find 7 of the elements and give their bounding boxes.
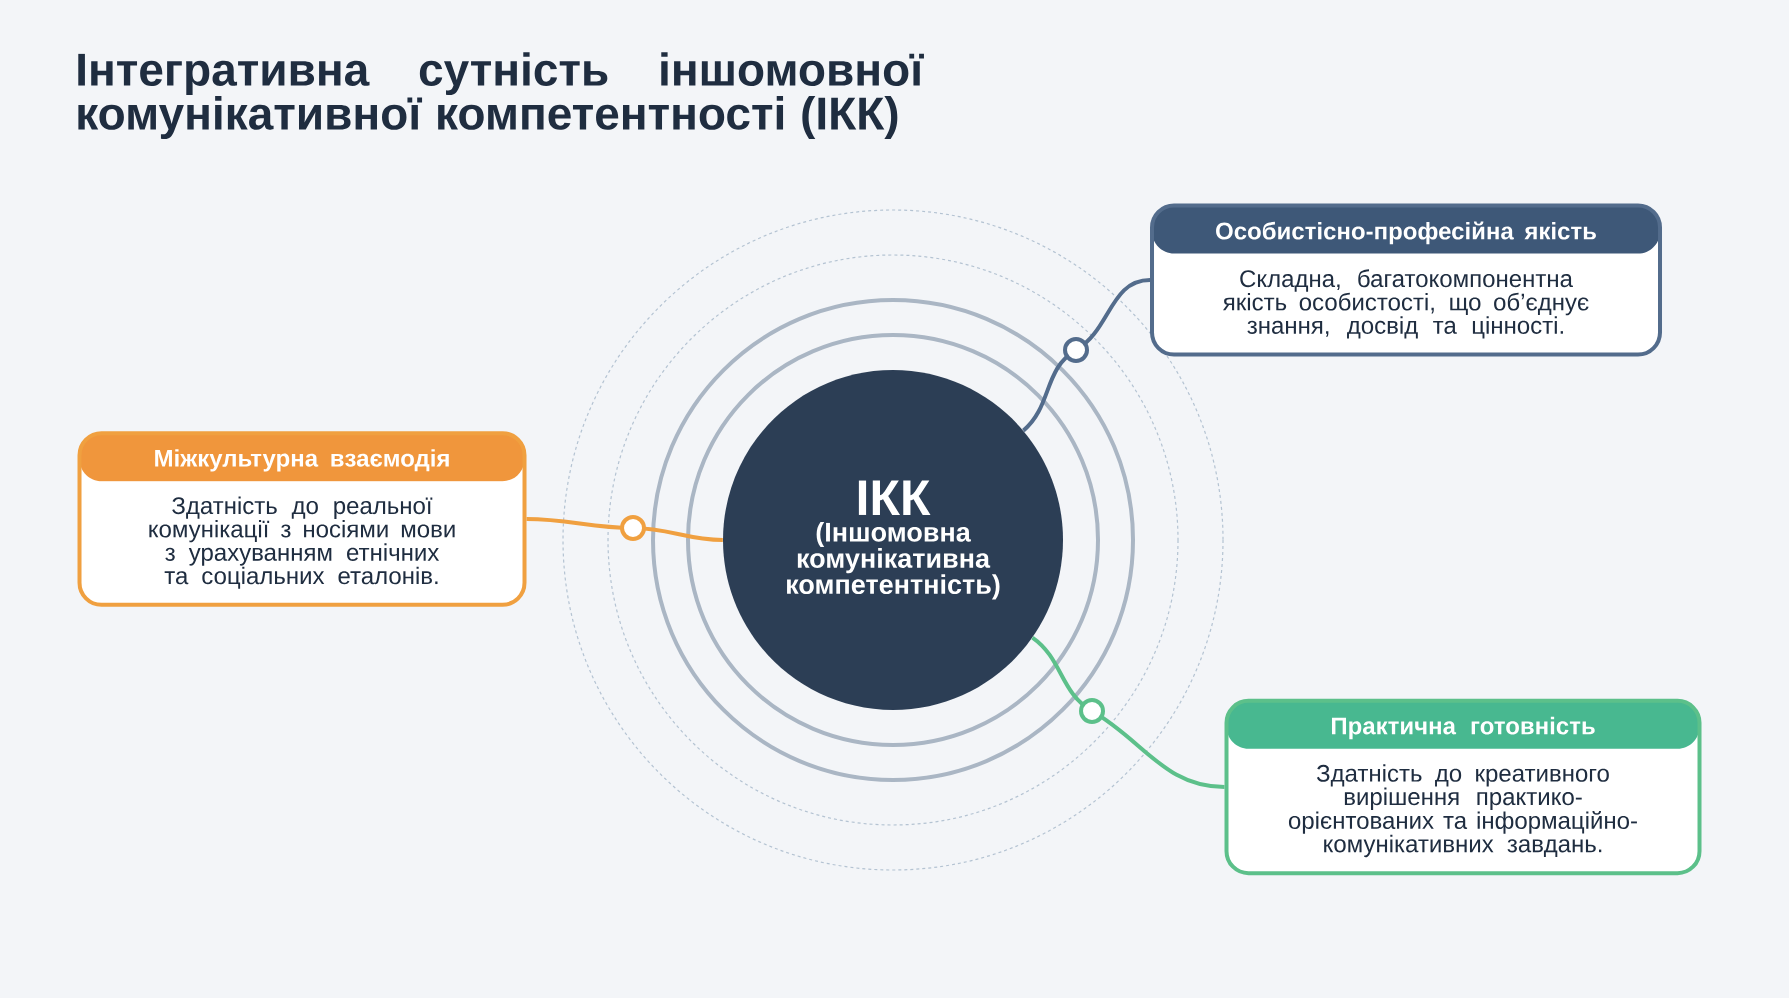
connector bbox=[526, 517, 723, 542]
connector bbox=[1031, 636, 1225, 789]
info-box: Практична готовність Здатність до креативного вирішення практико-орієнтованих та інформаційно-комунікативних завдань. bbox=[1224, 698, 1702, 876]
info-box: Міжкультурна взаємодія Здатність до реальної комунікації з носіями мови з урахуванням етнічних та соціальних еталонів. bbox=[77, 431, 527, 607]
info-box: Особистісно-професійна якість Складна, багатокомпонентна якість особистості, що об’єднує знання, досвід та цінності. bbox=[1150, 203, 1662, 357]
title: Інтегративна сутність іншомовної комунікативної компетентності (ІКК) bbox=[78, 52, 924, 139]
connector bbox=[1022, 278, 1151, 433]
